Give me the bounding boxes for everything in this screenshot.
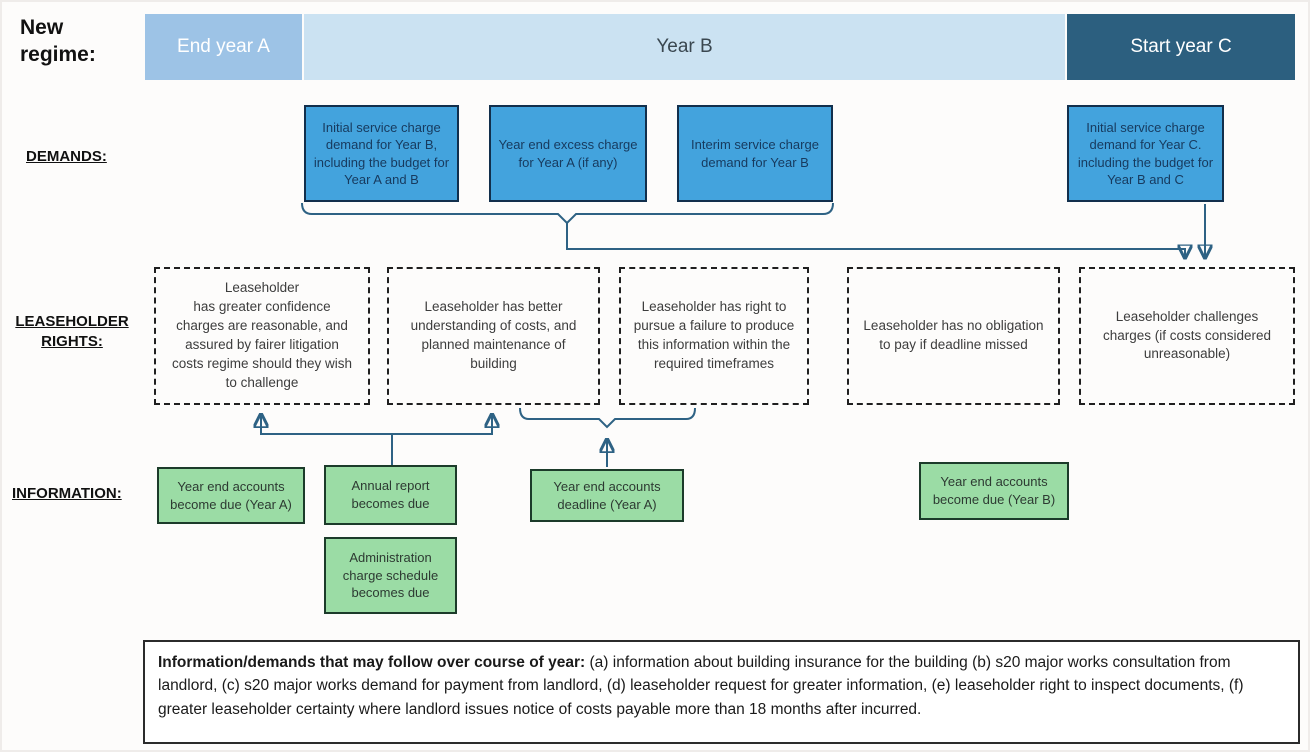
demand-box-initial-year-b: Initial service charge demand for Year B… — [304, 105, 459, 202]
timeline-bar-start-year-c: Start year C — [1067, 14, 1295, 80]
timeline-bar-end-year-a: End year A — [145, 14, 302, 80]
annual-report-to-rights1-connector — [261, 415, 393, 465]
demands-to-rights5-connector — [566, 223, 1185, 257]
info-box-year-end-accounts-deadline-a: Year end accounts deadline (Year A) — [530, 469, 684, 522]
demand-box-initial-year-c: Initial service charge demand for Year C… — [1067, 105, 1224, 202]
demands-brace — [301, 202, 834, 225]
annual-report-to-rights2-connector — [392, 415, 492, 435]
footnote-lead: Information/demands that may follow over… — [158, 654, 586, 671]
row-label-rights: LEASEHOLDER RIGHTS: — [15, 313, 129, 351]
rights-box-better-understanding: Leaseholder has better understanding of … — [387, 267, 600, 405]
rights-box-greater-confidence: Leaseholder has greater confidence charg… — [154, 267, 370, 405]
rights-box-no-obligation: Leaseholder has no obligation to pay if … — [847, 267, 1060, 405]
footnote-body: (a) information about building insurance… — [158, 654, 1244, 718]
timeline-bar-year-b: Year B — [304, 14, 1065, 80]
info-box-year-end-accounts-due-a: Year end accounts become due (Year A) — [157, 467, 305, 524]
demand-box-year-end-excess: Year end excess charge for Year A (if an… — [489, 105, 647, 202]
diagram-title: New regime: — [20, 16, 96, 66]
row-label-information: INFORMATION: — [12, 485, 122, 502]
rights-box-challenges-charges: Leaseholder challenges charges (if costs… — [1079, 267, 1295, 405]
demand-box-interim-year-b: Interim service charge demand for Year B — [677, 105, 833, 202]
info-box-year-end-accounts-due-b: Year end accounts become due (Year B) — [919, 462, 1069, 520]
rights-box-pursue-failure: Leaseholder has right to pursue a failur… — [619, 267, 809, 405]
footnote-box: Information/demands that may follow over… — [143, 640, 1300, 744]
row-label-demands: DEMANDS: — [26, 148, 107, 165]
info-box-annual-report-due: Annual report becomes due — [324, 465, 457, 525]
info-box-admin-charge-schedule: Administration charge schedule becomes d… — [324, 537, 457, 614]
rights-brace — [519, 407, 696, 429]
